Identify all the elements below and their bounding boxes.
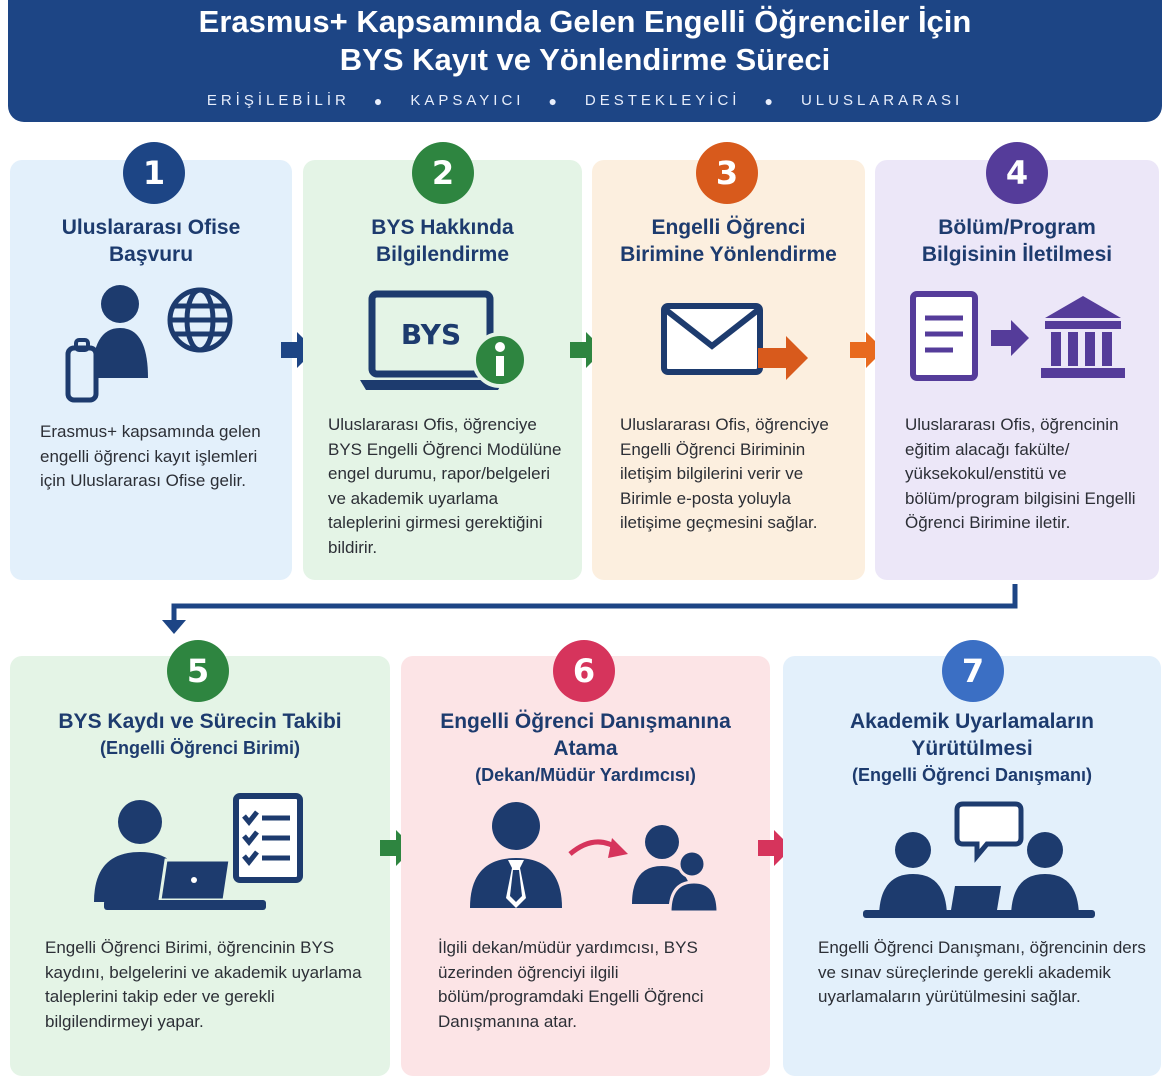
tag-supportive: DESTEKLEYİCİ <box>584 92 741 109</box>
tag-separator: ● <box>764 92 773 109</box>
arrow-right-icon <box>380 830 414 866</box>
step-number-badge: 1 <box>123 142 185 204</box>
step-card-6: 6 Engelli Öğrenci Danışmanına Atama (Dek… <box>401 640 770 1076</box>
arrow-right-icon <box>570 332 604 368</box>
arrow-right-icon <box>758 830 792 866</box>
step-number-badge: 4 <box>986 142 1048 204</box>
step-title-main: Akademik Uyarlamaların Yürütülmesi <box>850 710 1094 760</box>
step-description: Uluslararası Ofis, öğrenciye BYS Engelli… <box>328 415 562 557</box>
laptop-info-icon: BYS <box>360 290 528 390</box>
step-card-5: 5 BYS Kaydı ve Sürecin Takibi (Engelli Ö… <box>10 640 390 1076</box>
arrow-right-icon <box>850 332 884 368</box>
person-luggage-globe-icon <box>65 285 233 403</box>
step-number-badge: 6 <box>553 640 615 702</box>
header-banner: Erasmus+ Kapsamında Gelen Engelli Öğrenc… <box>8 0 1162 122</box>
document-institution-icon <box>910 291 1125 381</box>
step-title: Uluslararası Ofise Başvuru <box>61 216 241 266</box>
step-description: Uluslararası Ofis, öğrencinin eğitim ala… <box>905 415 1136 532</box>
step-title: Bölüm/Program Bilgisinin İletilmesi <box>921 216 1113 266</box>
tag-separator: ● <box>373 92 383 109</box>
tag-inclusive: KAPSAYICI <box>410 92 525 109</box>
step-number-badge: 7 <box>942 640 1004 702</box>
step-number-badge: 5 <box>167 640 229 702</box>
step-number-badge: 2 <box>412 142 474 204</box>
step-description: Erasmus+ kapsamında gelen engelli öğrenc… <box>40 422 261 490</box>
step-card-3: 3 Engelli Öğrenci Birimine Yönlendirme U… <box>592 142 865 580</box>
step-title-main: BYS Kaydı ve Sürecin Takibi <box>58 710 342 733</box>
step-number-badge: 3 <box>696 142 758 204</box>
step-title: Engelli Öğrenci Danışmanına Atama (Dekan… <box>431 708 740 788</box>
connector-arrow <box>162 584 1018 634</box>
tagline: ERİŞİLEBİLİR ● KAPSAYICI ● DESTEKLEYİCİ … <box>8 92 1162 109</box>
step-title: Engelli Öğrenci Birimine Yönlendirme <box>620 216 837 266</box>
arrow-right-icon <box>281 332 315 368</box>
step-card-4: 4 Bölüm/Program Bilgisinin İletilmesi Ul… <box>875 142 1159 580</box>
step-description: Engelli Öğrenci Danışmanı, öğrencinin de… <box>818 938 1146 1006</box>
step-card-1: 1 Uluslararası Ofise Başvuru Erasmus+ ka… <box>10 142 292 580</box>
envelope-arrow-icon <box>661 303 808 380</box>
bys-label: BYS <box>401 318 461 351</box>
tag-accessible: ERİŞİLEBİLİR <box>206 92 350 109</box>
step-description: Uluslararası Ofis, öğrenciye Engelli Öğr… <box>620 415 829 532</box>
step-title-main: Engelli Öğrenci Danışmanına Atama <box>440 710 731 760</box>
step-title: BYS Kaydı ve Sürecin Takibi (Engelli Öğr… <box>30 708 370 761</box>
step-card-2: 2 BYS Hakkında Bilgilendirme BYS Uluslar… <box>303 142 582 580</box>
step-subtitle: (Engelli Öğrenci Danışmanı) <box>851 765 1093 785</box>
person-laptop-checklist-icon <box>94 793 303 910</box>
step-subtitle: (Engelli Öğrenci Birimi) <box>99 738 301 758</box>
page-title-line-2: BYS Kayıt ve Yönlendirme Süreci <box>339 42 831 77</box>
page-title-line-1: Erasmus+ Kapsamında Gelen Engelli Öğrenc… <box>198 4 972 39</box>
step-title: Akademik Uyarlamaların Yürütülmesi (Enge… <box>813 708 1131 788</box>
manager-assign-people-icon <box>470 802 720 914</box>
step-title: BYS Hakkında Bilgilendirme <box>371 216 514 266</box>
step-description: Engelli Öğrenci Birimi, öğrencinin BYS k… <box>45 938 362 1031</box>
step-subtitle: (Dekan/Müdür Yardımcısı) <box>475 765 696 785</box>
step-card-7: 7 Akademik Uyarlamaların Yürütülmesi (En… <box>783 640 1161 1076</box>
step-description: İlgili dekan/müdür yardımcısı, BYS üzeri… <box>438 938 704 1031</box>
meeting-speech-icon <box>863 801 1095 918</box>
tag-international: ULUSLARARASI <box>800 92 964 109</box>
tag-separator: ● <box>548 92 557 109</box>
